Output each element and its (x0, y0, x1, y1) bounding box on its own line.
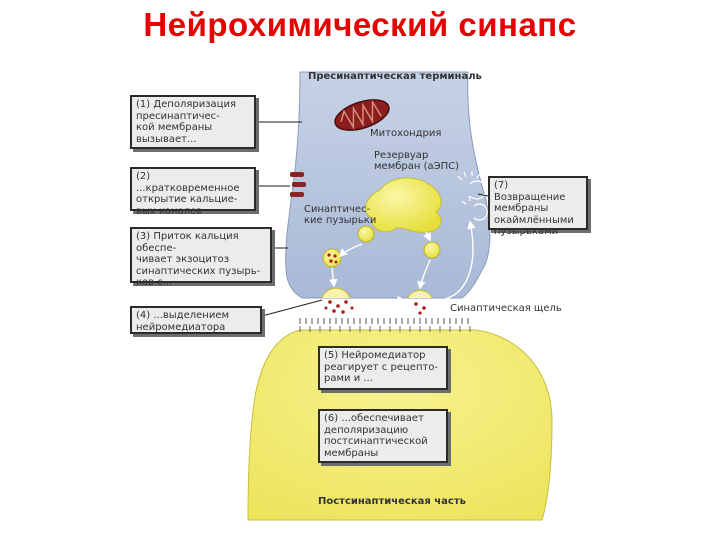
step-5-box: (5) Нейромедиатор реагирует с рецепто- р… (318, 346, 448, 390)
arrow-recycle-top (439, 220, 476, 301)
synaptic-cleft-label: Синаптическая щель (450, 303, 562, 314)
arrow-reservoir-to-vesicle (423, 231, 431, 242)
step-3-box: (3) Приток кальция обеспе- чивает экзоци… (130, 227, 272, 288)
mitochondrion-shape (334, 99, 390, 131)
vesicle-transmitter-dots (327, 253, 338, 264)
mitochondrion-label: Митохондрия (370, 128, 442, 139)
presynaptic-membrane-ticks (299, 318, 469, 324)
slide-title: Нейрохимический синапс (143, 6, 577, 43)
vesicle (322, 248, 342, 268)
callout-line-4 (261, 299, 323, 317)
postsynaptic-part-label: Постсинаптическая часть (318, 496, 466, 507)
step-4-box: (4) ...выделением нейромедиатора (130, 306, 262, 334)
calcium-channels (290, 172, 306, 197)
step-7-box: (7) Возвращение мембраны окаймлёнными пу… (488, 176, 588, 237)
step-6-box: (6) ...обеспечивает деполяризацию постси… (318, 409, 448, 463)
callout-line-7 (477, 193, 489, 197)
presynaptic-terminal-label: Пресинаптическая терминаль (308, 71, 482, 82)
vesicle (357, 225, 375, 243)
exocytosis-site-right (407, 290, 433, 299)
arrow-vesicle-to-membrane-right (417, 259, 431, 290)
arrow-vesicle-fusion-left (338, 243, 363, 258)
step-2-box: (2) ...кратковременное открытие кальцие-… (130, 167, 256, 217)
synaptic-vesicles-label: Синаптичес- кие пузырьки (304, 204, 377, 226)
reservoir-label: Резервуар мембран (аЭПС) (374, 150, 460, 172)
coated-vesicles (457, 171, 488, 221)
arrow-vesicle-to-membrane-left (329, 267, 338, 288)
released-neurotransmitter (324, 300, 426, 315)
vesicle (423, 241, 441, 259)
postsynaptic-receptors (299, 326, 471, 332)
step-1-box: (1) Деполяризация пресинаптичес- кой мем… (130, 95, 256, 149)
exocytosis-site-left (321, 287, 351, 299)
